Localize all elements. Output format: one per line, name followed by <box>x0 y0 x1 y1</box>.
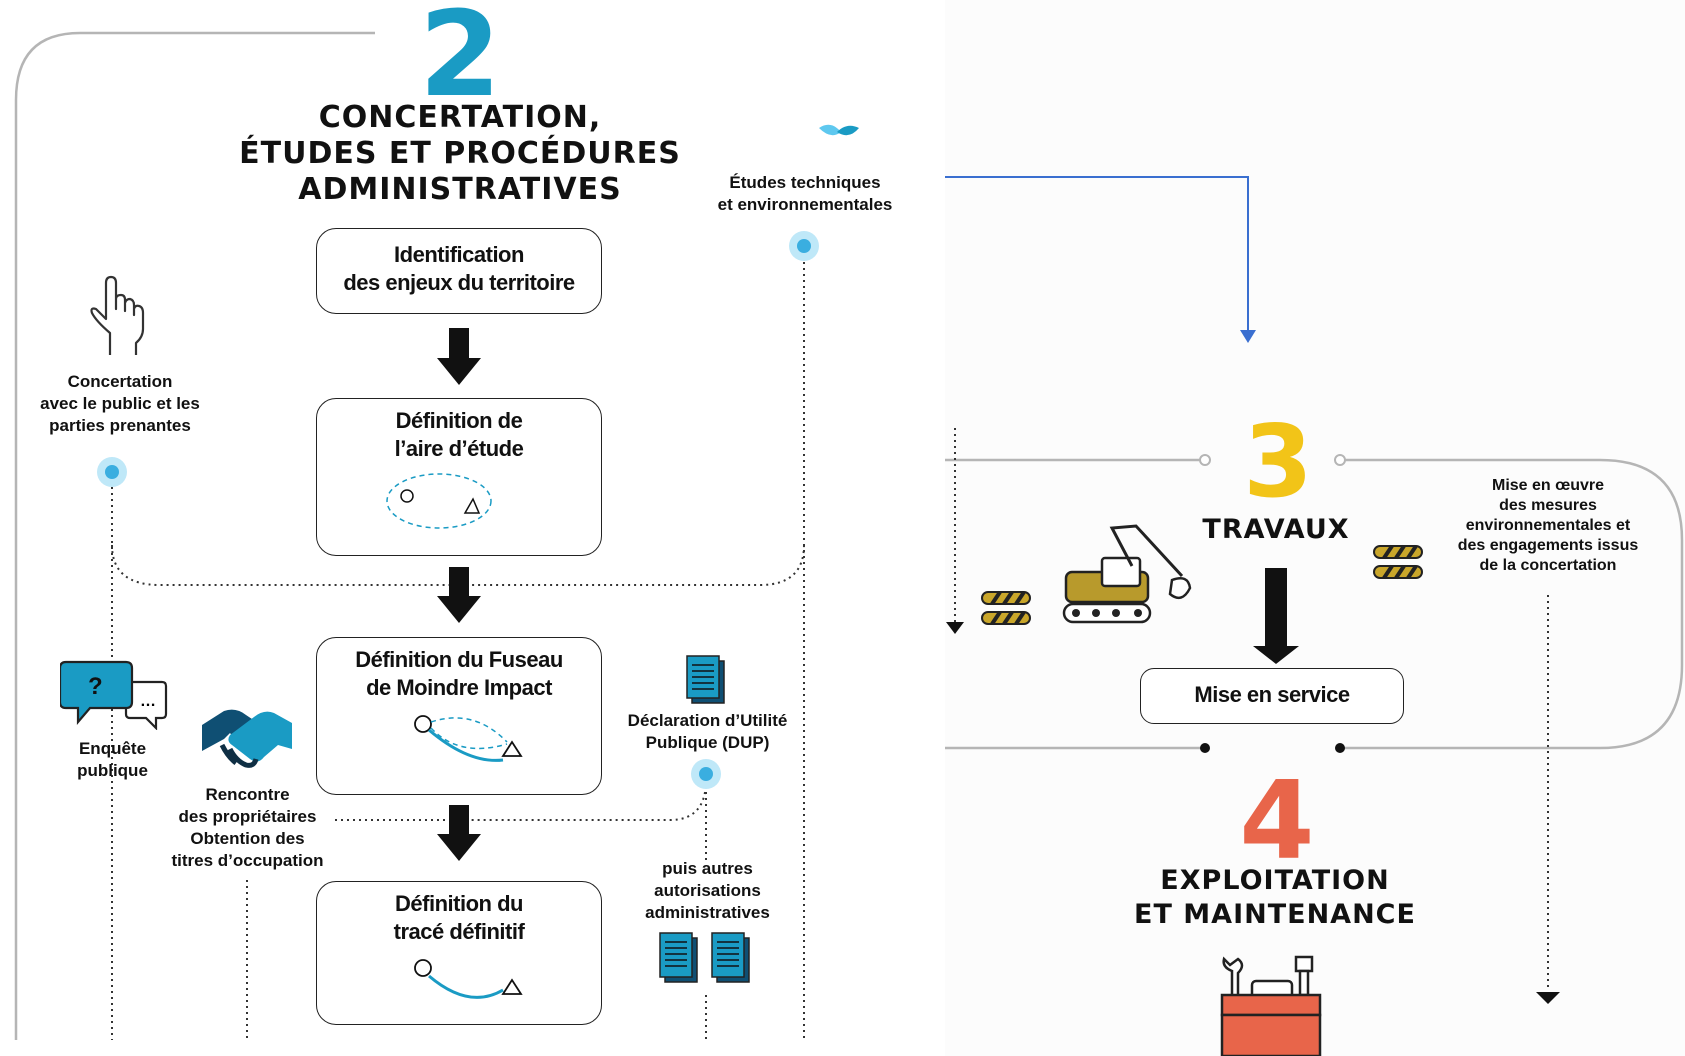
stage3-title: TRAVAUX <box>1202 514 1350 545</box>
handshake-icon <box>202 709 292 768</box>
box-fuseau: Définition du Fuseau de Moindre Impact <box>316 637 602 795</box>
stage3-number: 3 <box>1243 403 1313 520</box>
svg-text:…: … <box>140 693 156 710</box>
study-area-icon <box>386 473 492 529</box>
box-trace: Définition du tracé définitif <box>316 881 602 1025</box>
stage4-title: EXPLOITATION ET MAINTENANCE <box>1134 865 1416 930</box>
stage4-number: 4 <box>1239 759 1315 884</box>
label-concertation: Concertation avec le public et les parti… <box>40 372 200 435</box>
stage2-number: 2 <box>418 0 502 123</box>
label-autres-autorisations: puis autres autorisations administrative… <box>645 859 770 922</box>
barrier-icon <box>981 590 1031 626</box>
svg-text:?: ? <box>88 673 103 700</box>
speech-bubbles-icon: … ? <box>60 660 168 730</box>
excavator-icon <box>1062 524 1192 624</box>
connector-arrowhead <box>1240 330 1256 343</box>
document-icon <box>686 655 725 704</box>
toolbox-icon <box>1220 955 1322 1056</box>
label-etudes: Études techniques et environnementales <box>717 173 893 214</box>
label-enquete: Enquête publique <box>77 739 148 780</box>
dup-dot <box>691 759 721 789</box>
box-mise-en-service: Mise en service <box>1140 668 1404 724</box>
label-mesures: Mise en œuvre des mesures environnementa… <box>1457 477 1639 574</box>
concertation-dot <box>97 457 127 487</box>
etudes-dot <box>789 231 819 261</box>
stage2-frame-line <box>14 31 375 1040</box>
stage2-title: CONCERTATION, ÉTUDES ET PROCÉDURES ADMIN… <box>239 100 681 207</box>
trace-icon <box>414 959 523 999</box>
label-rencontre: Rencontre des propriétaires Obtention de… <box>171 785 324 870</box>
barrier-icon-right <box>1373 544 1423 580</box>
stage-connector-line <box>945 176 1249 330</box>
label-dup: Déclaration d’Utilité Publique (DUP) <box>627 711 788 752</box>
box-identification: Identification des enjeux du territoire <box>316 228 602 314</box>
box-aire-etude: Définition de l’aire d’étude <box>316 398 602 556</box>
flow-arrows <box>437 328 481 861</box>
fuseau-icon <box>414 715 523 762</box>
leaf-icon <box>819 124 859 136</box>
documents-icon <box>659 932 750 983</box>
hand-pointer-icon <box>90 275 145 355</box>
